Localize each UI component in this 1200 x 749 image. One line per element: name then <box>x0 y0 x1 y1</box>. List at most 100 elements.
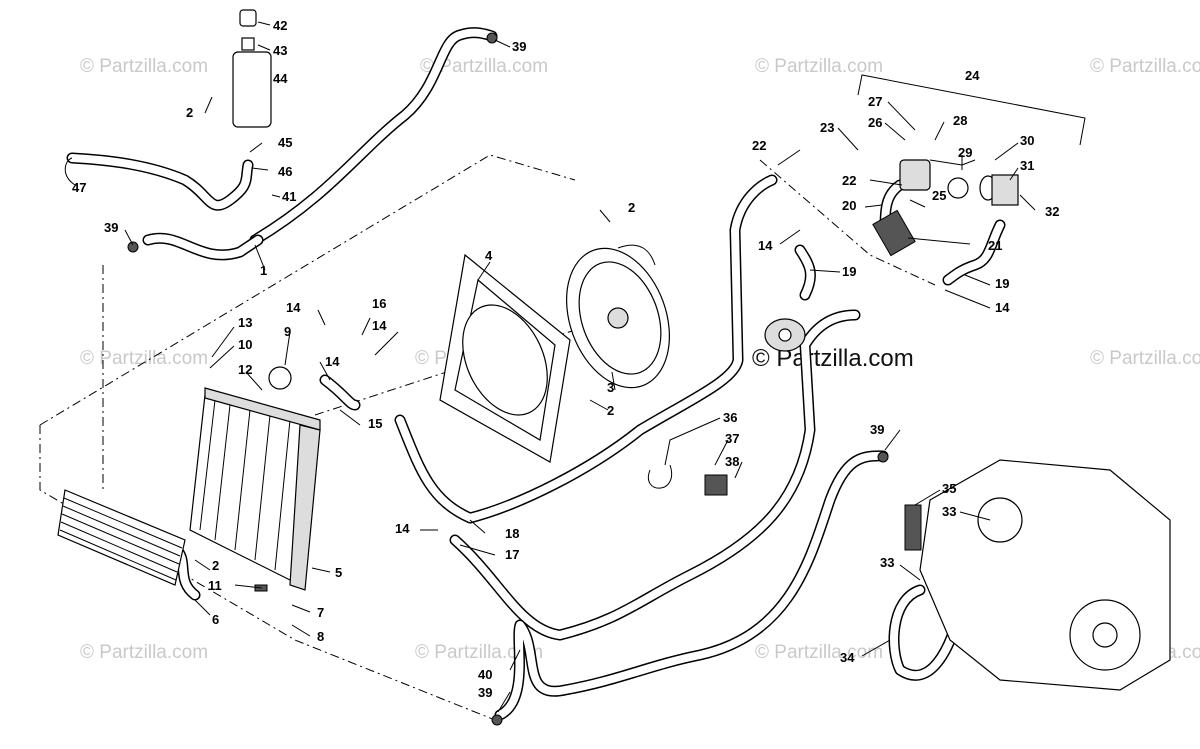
hose-35 <box>904 504 922 551</box>
watermark-layer: © Partzilla.com © Partzilla.com © Partzi… <box>80 56 1200 663</box>
clamps <box>127 32 889 726</box>
callout-32: 32 <box>1045 204 1059 219</box>
callout-2: 2 <box>607 403 614 418</box>
callout-14: 14 <box>286 300 301 315</box>
callout-39: 39 <box>104 220 118 235</box>
watermark-text: © Partzilla.com <box>1090 348 1200 369</box>
shroud-opening <box>462 304 548 416</box>
callout-36: 36 <box>723 410 737 425</box>
spring-hose <box>872 209 916 257</box>
callout-41: 41 <box>282 189 296 204</box>
callout-39: 39 <box>478 685 492 700</box>
callout-33: 33 <box>880 555 894 570</box>
hose-40 <box>494 450 889 721</box>
thermostat-housing <box>872 159 1019 257</box>
leader-lines <box>64 21 1036 713</box>
callout-14: 14 <box>395 521 410 536</box>
callout-21: 21 <box>988 238 1002 253</box>
radiator <box>189 366 321 592</box>
callout-14: 14 <box>372 318 387 333</box>
callout-34: 34 <box>840 650 855 665</box>
callout-12: 12 <box>238 362 252 377</box>
watermark-text: © Partzilla.com <box>415 642 543 663</box>
radiator-top-tank <box>204 387 321 431</box>
callout-2: 2 <box>628 200 635 215</box>
callout-45: 45 <box>278 135 292 150</box>
reservoir-neck <box>241 37 255 51</box>
callout-40: 40 <box>478 667 492 682</box>
callout-1: 1 <box>260 263 267 278</box>
callout-13: 13 <box>238 315 252 330</box>
callout-9: 9 <box>284 324 291 339</box>
watermark-text: © Partzilla.com <box>80 56 208 77</box>
callout-20: 20 <box>842 198 856 213</box>
callout-10: 10 <box>238 337 252 352</box>
callout-6: 6 <box>212 612 219 627</box>
frame-line <box>39 154 576 426</box>
callout-14: 14 <box>995 300 1010 315</box>
callout-31: 31 <box>1020 158 1034 173</box>
group-bracket-24 <box>857 74 1086 146</box>
callout-2: 2 <box>212 558 219 573</box>
outlet-fitting <box>991 174 1019 206</box>
callout-47: 47 <box>72 180 86 195</box>
reservoir-cap <box>239 9 257 27</box>
fan-wire <box>617 244 656 266</box>
reservoir-bottle <box>232 51 272 128</box>
callout-18: 18 <box>505 526 519 541</box>
callout-37: 37 <box>725 431 739 446</box>
callout-26: 26 <box>868 115 882 130</box>
frame-line <box>759 159 936 286</box>
hose-46 <box>66 152 254 211</box>
group-bracket-29 <box>929 159 976 166</box>
callout-7: 7 <box>317 605 324 620</box>
callout-16: 16 <box>372 296 386 311</box>
watermark-text: © Partzilla.com <box>420 56 548 77</box>
callout-17: 17 <box>505 547 519 562</box>
clip-36 <box>647 464 673 489</box>
callout-15: 15 <box>368 416 382 431</box>
callout-5: 5 <box>335 565 342 580</box>
water-pump <box>764 318 806 352</box>
watermark-text: © Partzilla.com <box>755 642 883 663</box>
callout-44: 44 <box>273 71 288 86</box>
callout-29: 29 <box>958 145 972 160</box>
fan-hub <box>607 307 629 329</box>
hoses <box>66 27 1006 721</box>
thermostat <box>947 177 969 199</box>
fan-shroud <box>439 253 571 463</box>
clip-38 <box>704 474 728 496</box>
callout-labels: 42 43 44 2 45 46 41 47 39 39 1 2 4 3 2 1… <box>72 18 1059 700</box>
watermark-text: © Partzilla.com <box>755 56 883 77</box>
cooling-fan <box>566 244 670 389</box>
callout-22: 22 <box>842 173 856 188</box>
callout-25: 25 <box>932 188 946 203</box>
callout-39: 39 <box>512 39 526 54</box>
callout-38: 38 <box>725 454 739 469</box>
coolant-reservoir <box>232 9 272 128</box>
callout-46: 46 <box>278 164 292 179</box>
callout-8: 8 <box>317 629 324 644</box>
callout-28: 28 <box>953 113 967 128</box>
callout-19: 19 <box>995 276 1009 291</box>
callout-19: 19 <box>842 264 856 279</box>
callout-3: 3 <box>607 380 614 395</box>
callout-33: 33 <box>942 504 956 519</box>
callout-23: 23 <box>820 120 834 135</box>
radiator-cap <box>268 366 292 390</box>
callout-14: 14 <box>758 238 773 253</box>
callout-22: 22 <box>752 138 766 153</box>
oil-cooler <box>57 489 186 586</box>
callout-43: 43 <box>273 43 287 58</box>
watermark-text: © Partzilla.com <box>80 348 208 369</box>
callout-14: 14 <box>325 354 340 369</box>
callout-2: 2 <box>186 105 193 120</box>
thermostat-cover <box>899 159 931 191</box>
callout-4: 4 <box>485 248 493 263</box>
watermark-text: © Partzilla.com <box>80 642 208 663</box>
callout-11: 11 <box>208 578 222 593</box>
callout-39: 39 <box>870 422 884 437</box>
callout-30: 30 <box>1020 133 1034 148</box>
callout-27: 27 <box>868 94 882 109</box>
